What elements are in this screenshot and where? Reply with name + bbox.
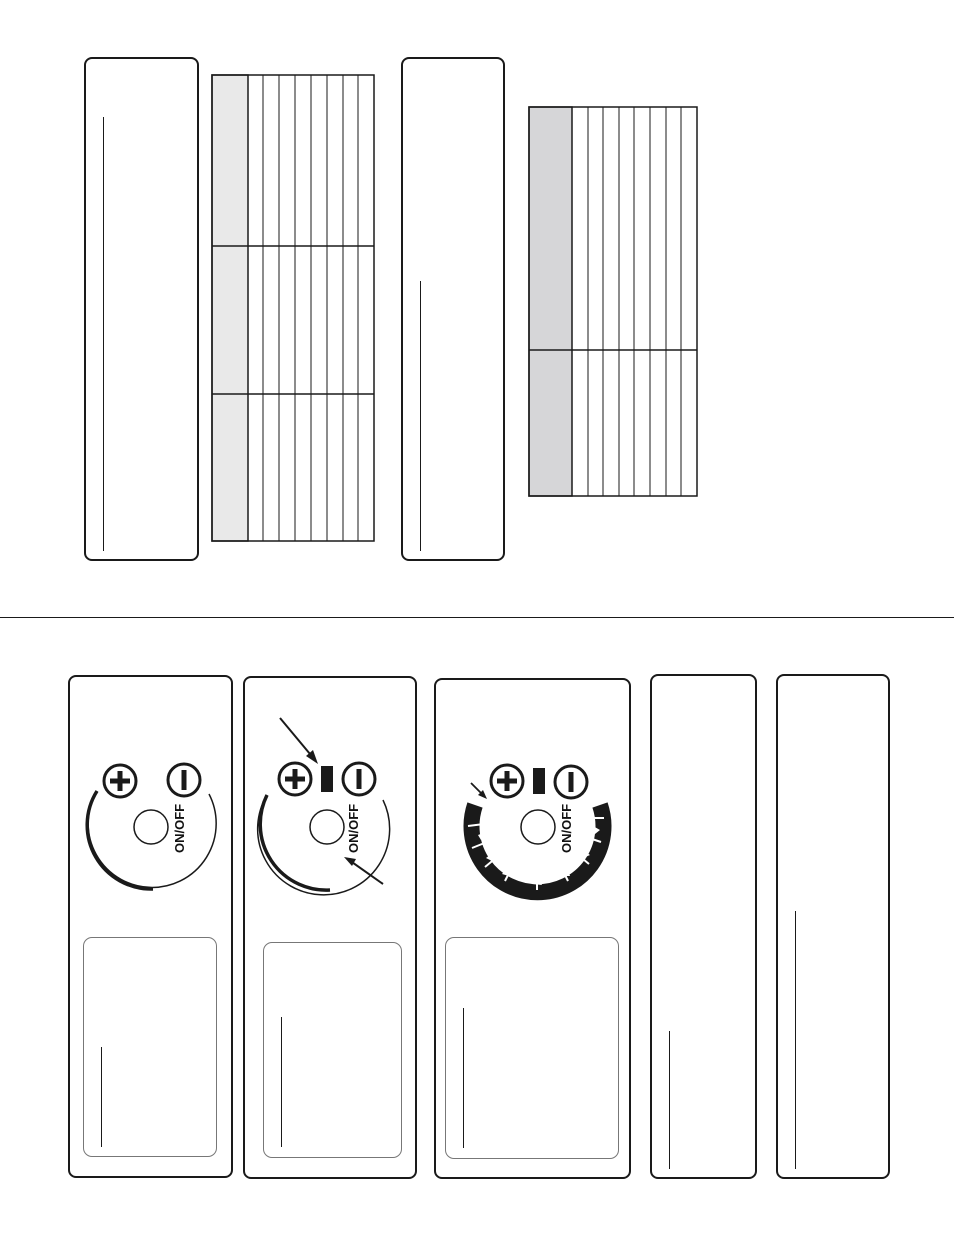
text-column-line bbox=[463, 1008, 464, 1148]
pointer-arrow-icon bbox=[344, 857, 384, 885]
text-column-line bbox=[103, 117, 104, 551]
power-button-icon[interactable] bbox=[133, 809, 169, 845]
step-1-text-box bbox=[83, 937, 217, 1157]
table-2-frame bbox=[528, 106, 698, 497]
top-text-panel-1 bbox=[84, 57, 199, 561]
table-2-header-col bbox=[528, 106, 573, 497]
step-3-text-box bbox=[445, 937, 619, 1159]
step-panel-2 bbox=[243, 676, 417, 1179]
indicator-light-icon bbox=[321, 766, 333, 792]
text-column-line bbox=[281, 1017, 282, 1147]
text-column-line bbox=[101, 1047, 102, 1147]
range-arc-thick bbox=[85, 790, 154, 891]
plus-button-icon[interactable] bbox=[277, 761, 313, 797]
minus-button-icon[interactable] bbox=[166, 762, 202, 798]
table-1-column-lines bbox=[262, 75, 359, 541]
table-1-header-col bbox=[211, 74, 249, 542]
step-panel-5 bbox=[776, 674, 890, 1179]
step-panel-1 bbox=[68, 675, 233, 1178]
pointer-arrow-icon bbox=[470, 782, 487, 799]
minus-button-icon[interactable] bbox=[341, 761, 377, 797]
plus-button-icon[interactable] bbox=[489, 763, 525, 799]
level-segment-ring bbox=[463, 802, 612, 901]
text-column-line bbox=[669, 1031, 670, 1169]
pointer-arrow-icon bbox=[279, 717, 318, 764]
power-button-icon[interactable] bbox=[520, 809, 556, 845]
minus-button-icon[interactable] bbox=[553, 764, 589, 800]
text-column-line bbox=[795, 911, 796, 1169]
section-divider bbox=[0, 617, 954, 618]
step-panel-4 bbox=[650, 674, 757, 1179]
range-arc-thick bbox=[258, 794, 331, 892]
power-button-icon[interactable] bbox=[309, 809, 345, 845]
table-1-frame bbox=[211, 74, 375, 542]
range-arc bbox=[256, 794, 391, 896]
plus-button-icon[interactable] bbox=[102, 763, 138, 799]
power-label: ON/OFF bbox=[559, 803, 574, 853]
indicator-light-icon bbox=[533, 768, 545, 794]
table-1-row-dividers bbox=[212, 245, 374, 395]
step-panel-3 bbox=[434, 678, 631, 1179]
table-2-column-lines bbox=[587, 107, 682, 496]
table-1 bbox=[211, 74, 698, 542]
step-2-text-box bbox=[263, 942, 402, 1158]
text-column-line bbox=[420, 281, 421, 551]
top-text-panel-2 bbox=[401, 57, 505, 561]
